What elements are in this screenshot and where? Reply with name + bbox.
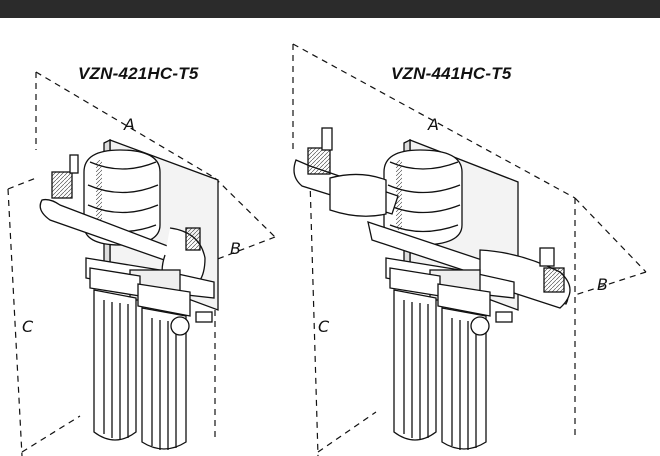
- dim-label-a-right: A: [427, 115, 439, 134]
- unit-left: [7, 71, 276, 456]
- dim-label-b-left: B: [230, 239, 241, 258]
- dim-label-b-right: B: [597, 275, 608, 294]
- canister-right-2: [437, 283, 513, 450]
- dim-label-c-left: C: [22, 317, 34, 336]
- unit-right: [292, 43, 647, 456]
- model-title-left: VZN-421HC-T5: [78, 64, 199, 83]
- model-title-right: VZN-441HC-T5: [391, 64, 512, 83]
- dim-label-c-right: C: [318, 317, 330, 336]
- canister-left-1: [89, 267, 141, 441]
- top-bar: [0, 0, 660, 18]
- dimension-lines-left: [7, 71, 276, 456]
- canister-left-2: [137, 283, 213, 450]
- canister-right-1: [389, 267, 441, 441]
- dim-label-a-left: A: [123, 115, 135, 134]
- tube-lower-right: [367, 221, 571, 309]
- dimension-lines-right: [292, 43, 647, 456]
- uv-tube-upper-right: [293, 127, 399, 217]
